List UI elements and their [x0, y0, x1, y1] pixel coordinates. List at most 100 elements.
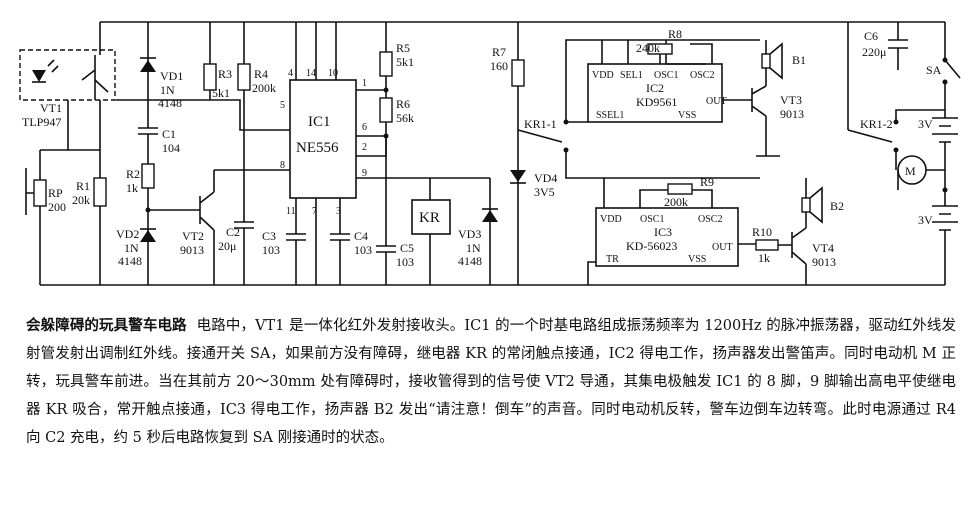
ic3-label: IC3 — [654, 225, 672, 239]
ic1-pin-5: 5 — [280, 100, 285, 111]
r5-label: R5 — [396, 41, 410, 55]
r9-value: 200k — [664, 195, 688, 209]
ic2-pin-osc2: OSC2 — [690, 70, 714, 81]
motor-label: M — [905, 164, 916, 178]
c4-value: 103 — [354, 243, 372, 257]
battery-1: 3V — [918, 110, 958, 190]
r3-label: R3 — [218, 67, 232, 81]
r5-resistor: R5 5k1 — [379, 41, 414, 77]
r5-value: 5k1 — [396, 55, 414, 69]
vt3-part: 9013 — [780, 107, 804, 121]
kr1-2-label: KR1-2 — [860, 117, 893, 131]
r7-value: 160 — [490, 59, 508, 73]
r1-resistor: R1 20k — [72, 150, 107, 285]
r7-resistor: R7 160 — [490, 45, 525, 87]
battery-1-label: 3V — [918, 117, 933, 131]
vd1-diode: VD1 1N 4148 — [140, 57, 183, 110]
ic1-pin-1: 1 — [362, 78, 367, 89]
c3-value: 103 — [262, 243, 280, 257]
vd3-num: 4148 — [458, 254, 482, 268]
vt1-module: VT1 TLP947 — [19, 22, 116, 129]
ic1-pin-4: 4 — [288, 68, 293, 79]
vt3-label: VT3 — [780, 93, 802, 107]
ic1-part: NE556 — [296, 140, 339, 156]
r10-label: R10 — [752, 225, 772, 239]
r6-value: 56k — [396, 111, 414, 125]
c3-capacitor: C3 103 — [262, 229, 306, 257]
r10-resistor: R10 1k — [752, 225, 779, 265]
battery-2-label: 3V — [918, 213, 933, 227]
r1-value: 20k — [72, 193, 90, 207]
c5-label: C5 — [400, 241, 414, 255]
vt2-collector-wire — [116, 99, 290, 171]
c1-capacitor: C1 104 — [138, 127, 180, 155]
kr1-1-label: KR1-1 — [524, 117, 557, 131]
ic1-pin-6: 6 — [362, 122, 367, 133]
c2-label: C2 — [226, 225, 240, 239]
r6-resistor: R6 56k — [379, 97, 414, 125]
ic1-pin-9: 9 — [362, 168, 367, 179]
caption-title: 会躲障碍的玩具警车电路 — [26, 317, 187, 334]
r3-value: 5k1 — [212, 86, 230, 100]
rp-value: 200 — [48, 200, 66, 214]
ic2-pin-sel1: SEL1 — [620, 70, 643, 81]
left-wires — [39, 100, 101, 285]
kr1-1-switch: KR1-1 — [517, 39, 760, 179]
vd1-label: VD1 — [160, 69, 183, 83]
vd1-num: 4148 — [158, 96, 182, 110]
ic1-pin-11: 11 — [286, 206, 296, 217]
vt1-part-label: TLP947 — [22, 115, 61, 129]
c6-capacitor: C6 220μ — [862, 22, 908, 70]
c2-value: 20μ — [218, 239, 236, 253]
vt2-transistor: VT2 9013 — [148, 170, 215, 285]
sa-switch: SA — [926, 22, 961, 110]
c5-capacitor: C5 103 — [376, 241, 414, 285]
r2-resistor: R2 1k — [126, 163, 155, 195]
ic2-label: IC2 — [646, 81, 664, 95]
c1-value: 104 — [162, 141, 180, 155]
ic1-chip: IC1 NE556 4 14 10 1 5 6 2 8 9 11 7 3 — [280, 22, 490, 285]
ic3-chip: R9 200k VDD OSC1 OSC2 IC3 KD-56023 OUT T… — [587, 175, 756, 285]
ic3-pin-tr: TR — [606, 254, 619, 265]
ic1-pin-8: 8 — [280, 160, 285, 171]
rp-label: RP — [48, 186, 63, 200]
r2-label: R2 — [126, 167, 140, 181]
ic1-pin-2: 2 — [362, 142, 367, 153]
vt3-transistor: VT3 9013 — [751, 85, 804, 157]
kr-label: KR — [419, 210, 440, 226]
rp-pot: RP 200 — [25, 168, 66, 215]
r4-resistor: R4 200k — [237, 22, 276, 130]
motor: M — [897, 155, 945, 190]
vd2-diode: VD2 1N 4148 — [116, 227, 156, 268]
vd2-num: 4148 — [118, 254, 142, 268]
ic3-pin-out: OUT — [712, 242, 733, 253]
r4-label: R4 — [254, 67, 268, 81]
ic3-pin-osc1: OSC1 — [640, 214, 664, 225]
c2-capacitor: C2 20μ — [218, 130, 254, 285]
b1-speaker: B1 — [761, 40, 806, 86]
r4-value: 200k — [252, 81, 276, 95]
ic1-pin-14: 14 — [306, 68, 316, 79]
c3-label: C3 — [262, 229, 276, 243]
ic2-pin-vss: VSS — [678, 110, 696, 121]
c5-value: 103 — [396, 255, 414, 269]
ic1-pin-7: 7 — [312, 206, 317, 217]
kr-relay: KR — [411, 178, 451, 285]
vd4-label: VD4 — [534, 171, 557, 185]
r6-label: R6 — [396, 97, 410, 111]
vd3-diode: VD3 1N 4148 — [458, 178, 498, 285]
ic2-part: KD9561 — [636, 95, 677, 109]
c6-value: 220μ — [862, 45, 886, 59]
vt1-label: VT1 — [40, 101, 62, 115]
circuit-schematic: VT1 TLP947 RP 200 R1 20k VD1 1N 4148 C1 … — [19, 21, 961, 286]
vd4-diode: VD4 3V5 — [510, 170, 557, 199]
r1-label: R1 — [76, 179, 90, 193]
vd2-label: VD2 — [116, 227, 139, 241]
kr1-2-switch: KR1-2 — [847, 22, 945, 170]
ic3-pin-vdd: VDD — [600, 214, 622, 225]
vt4-label: VT4 — [812, 241, 834, 255]
r8-value: 240k — [636, 41, 660, 55]
c4-label: C4 — [354, 229, 368, 243]
ic2-pin-vdd: VDD — [592, 70, 614, 81]
battery-2: 3V — [918, 190, 958, 285]
